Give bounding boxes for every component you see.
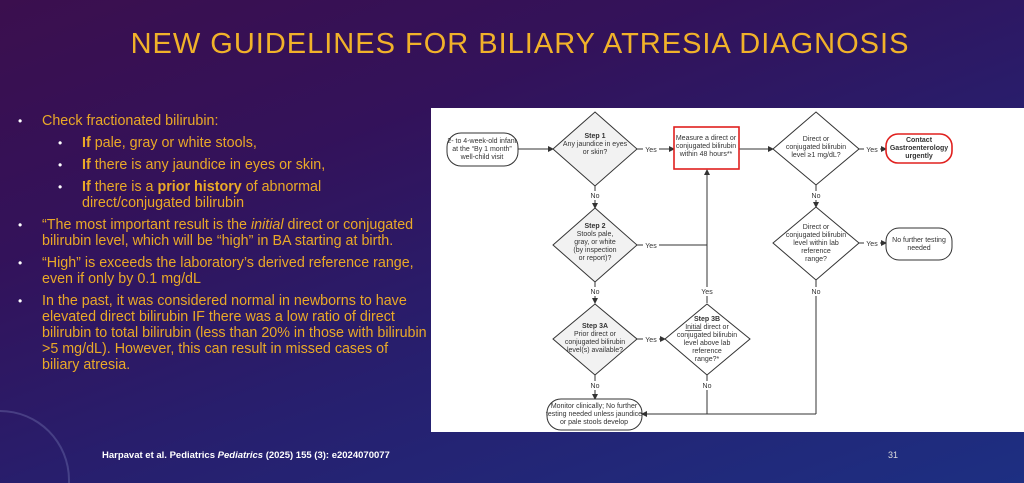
svg-text:2- to 4-week-old infant: 2- to 4-week-old infant: [447, 138, 516, 145]
svg-text:(by inspection: (by inspection: [573, 247, 616, 254]
step2-diamond: Step 2 Stools pale,gray, or white(by ins…: [552, 207, 638, 283]
svg-text:Initial direct or: Initial direct or: [685, 324, 729, 331]
svg-text:level above lab: level above lab: [684, 340, 731, 347]
svg-text:at the “By 1 month”: at the “By 1 month”: [452, 146, 512, 153]
svg-text:urgently: urgently: [905, 153, 933, 160]
bullet-past: In the past, it was considered normal in…: [18, 293, 428, 373]
no-label: No: [812, 193, 821, 200]
yes-label: Yes: [645, 243, 657, 250]
sub-bullet-jaundice: If there is any jaundice in eyes or skin…: [18, 157, 428, 173]
svg-text:Measure a direct or: Measure a direct or: [676, 135, 737, 142]
no-label: No: [703, 383, 712, 390]
svg-text:Contact: Contact: [906, 137, 933, 144]
svg-text:Step 3A: Step 3A: [582, 323, 608, 330]
svg-text:Step 1: Step 1: [584, 133, 605, 140]
citation: Harpavat et al. Pediatrics Pediatrics (2…: [102, 450, 390, 461]
svg-text:Step 3B: Step 3B: [694, 316, 720, 323]
svg-text:conjugated bilirubin: conjugated bilirubin: [565, 339, 625, 346]
no-label: No: [591, 383, 600, 390]
no-label: No: [591, 193, 600, 200]
yes-label: Yes: [701, 289, 713, 296]
step3b-diamond: Step 3B Initial direct or conjugated bil…: [664, 303, 751, 376]
yes-label: Yes: [866, 147, 878, 154]
bullet-initial: “The most important result is the initia…: [18, 217, 428, 249]
svg-text:Gastroenterology: Gastroenterology: [890, 145, 948, 152]
slide-title: NEW GUIDELINES FOR BILIARY ATRESIA DIAGN…: [130, 28, 910, 60]
svg-text:Direct or: Direct or: [803, 136, 830, 143]
svg-text:reference: reference: [692, 348, 722, 355]
svg-text:level within lab: level within lab: [793, 240, 839, 247]
svg-text:Direct or: Direct or: [803, 224, 830, 231]
svg-text:range?*: range?*: [695, 356, 720, 363]
svg-text:conjugated bilirubin: conjugated bilirubin: [786, 144, 846, 151]
svg-text:Stools pale,: Stools pale,: [577, 231, 614, 238]
svg-text:Monitor clinically; No further: Monitor clinically; No further: [551, 403, 638, 410]
svg-text:or skin?: or skin?: [583, 149, 608, 156]
svg-text:or report)?: or report)?: [579, 255, 612, 262]
yes-label: Yes: [645, 337, 657, 344]
bullet-list: Check fractionated bilirubin: If pale, g…: [18, 113, 428, 379]
svg-text:or pale stools develop: or pale stools develop: [560, 419, 628, 426]
edge-labels: Yes Yes Yes Yes Yes Yes No No No No No N…: [589, 145, 880, 390]
svg-text:level ≥1 mg/dL?: level ≥1 mg/dL?: [791, 152, 840, 159]
svg-text:within 48 hours**: within 48 hours**: [679, 151, 733, 158]
svg-text:range?: range?: [805, 256, 827, 263]
svg-text:conjugated bilirubin: conjugated bilirubin: [677, 332, 737, 339]
sub-bullet-stools: If pale, gray or white stools,: [18, 135, 428, 151]
svg-text:gray, or white: gray, or white: [574, 239, 616, 246]
svg-text:Any jaundice in eyes: Any jaundice in eyes: [563, 141, 628, 148]
svg-text:No further testing: No further testing: [892, 237, 946, 244]
svg-text:needed: needed: [907, 245, 930, 252]
connectors: [518, 146, 887, 417]
yes-label: Yes: [645, 147, 657, 154]
svg-text:Step 2: Step 2: [584, 223, 605, 230]
svg-text:testing needed unless jaundice: testing needed unless jaundice: [546, 411, 642, 418]
svg-text:conjugated bilirubin: conjugated bilirubin: [786, 232, 846, 239]
yes-label: Yes: [866, 241, 878, 248]
sub-bullet-history: If there is a prior history of abnormal …: [18, 179, 428, 211]
svg-text:Prior direct or: Prior direct or: [574, 331, 617, 338]
decorative-arc: [0, 410, 70, 483]
svg-text:reference: reference: [801, 248, 831, 255]
bullet-high: “High” is exceeds the laboratory’s deriv…: [18, 255, 428, 287]
no-label: No: [591, 289, 600, 296]
bullet-check: Check fractionated bilirubin:: [18, 113, 428, 129]
svg-text:well-child visit: well-child visit: [460, 154, 504, 161]
page-number: 31: [888, 450, 899, 460]
svg-text:conjugated bilirubin: conjugated bilirubin: [676, 143, 736, 150]
no-label: No: [812, 289, 821, 296]
svg-text:level(s) available?: level(s) available?: [567, 347, 623, 354]
